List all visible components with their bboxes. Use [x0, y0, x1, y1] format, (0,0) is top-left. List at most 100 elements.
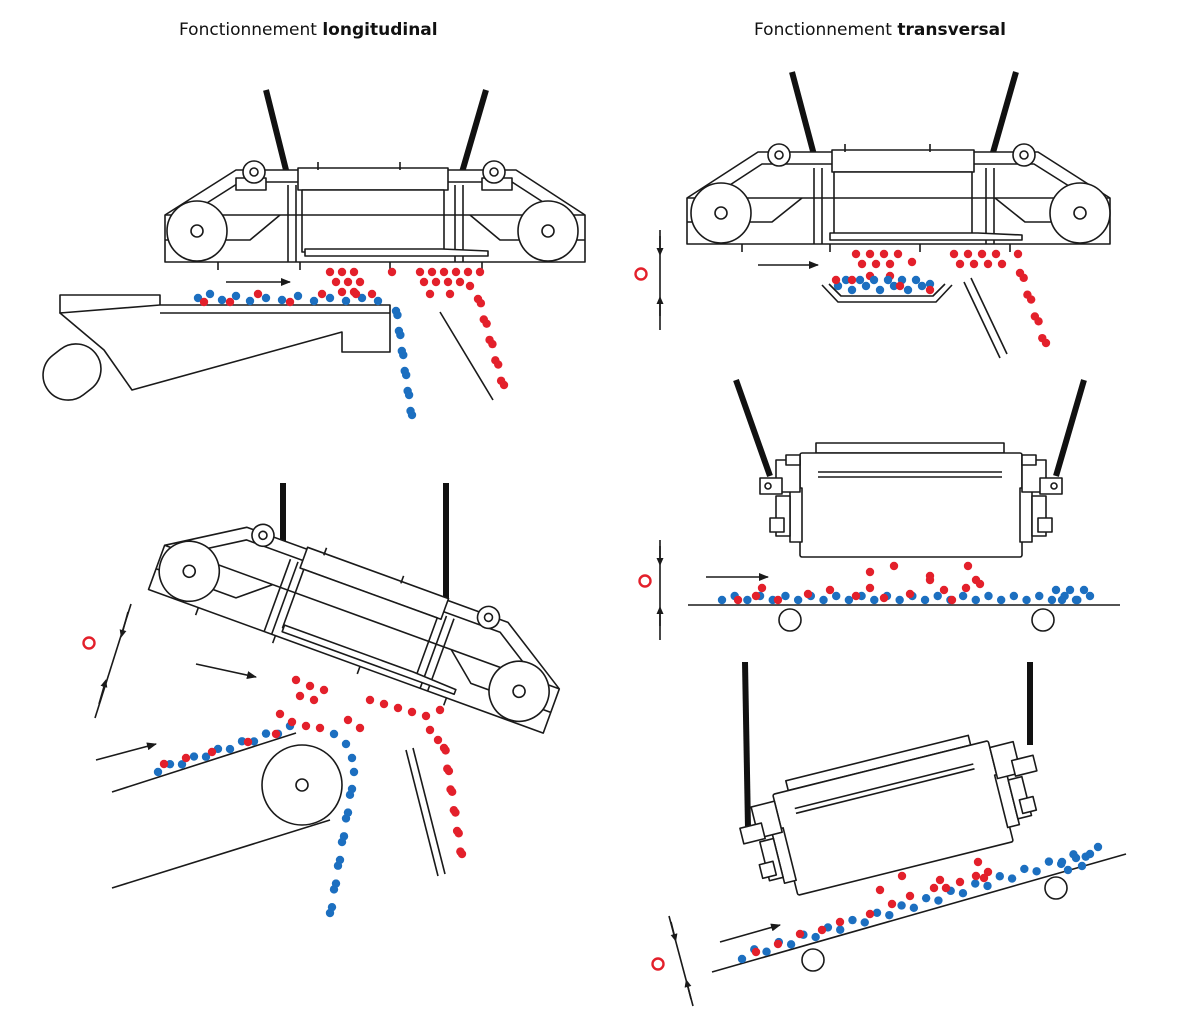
ferrous-particle — [865, 567, 875, 577]
non-ferrous-particle — [737, 954, 747, 964]
non-ferrous-particle — [1071, 853, 1081, 863]
ferrous-particle — [935, 875, 945, 885]
non-ferrous-particle — [1022, 595, 1031, 605]
ferrous-particle — [305, 681, 315, 691]
non-ferrous-particle — [1065, 585, 1075, 595]
ferrous-particle — [243, 737, 253, 747]
ferrous-particle — [343, 715, 353, 725]
ferrous-particle — [475, 267, 485, 277]
ferrous-particle — [349, 267, 359, 277]
non-ferrous-particle — [245, 296, 255, 306]
ferrous-particle — [941, 883, 951, 893]
non-ferrous-particle — [971, 879, 980, 888]
non-ferrous-particle — [872, 908, 882, 917]
ferrous-particle — [365, 695, 375, 705]
title-transversal-bold: transversal — [897, 20, 1006, 40]
non-ferrous-particle — [909, 903, 919, 913]
ferrous-particle — [315, 723, 325, 733]
ferrous-particle — [929, 883, 939, 893]
ferrous-particle — [893, 249, 903, 259]
ferrous-particle — [343, 277, 353, 287]
non-ferrous-particle — [373, 296, 383, 306]
vibrating-feeder — [42, 294, 391, 401]
non-ferrous-particle — [832, 591, 841, 601]
non-ferrous-particle — [971, 595, 980, 605]
ferrous-particle — [355, 277, 365, 287]
distance-marker-icon — [82, 636, 96, 650]
ferrous-particle — [301, 721, 311, 731]
non-ferrous-particle — [911, 275, 921, 285]
non-ferrous-particle — [177, 760, 187, 769]
panel-transversal-flat — [638, 378, 1120, 640]
overband-magnet — [164, 160, 586, 270]
non-ferrous-particle — [217, 295, 227, 305]
ferrous-particle — [851, 249, 861, 259]
non-ferrous-particle — [883, 275, 893, 285]
ferrous-particle — [435, 705, 445, 715]
ferrous-particle — [1013, 249, 1023, 259]
non-ferrous-particle — [996, 595, 1006, 605]
non-ferrous-particle — [401, 370, 411, 380]
ferrous-particle — [773, 939, 783, 949]
ferrous-particle — [337, 267, 347, 277]
non-ferrous-particle — [333, 861, 343, 870]
non-ferrous-particle — [841, 275, 851, 285]
distance-indicator — [638, 540, 664, 640]
ferrous-particle — [825, 585, 835, 595]
ferrous-particle — [887, 899, 897, 909]
non-ferrous-particle — [193, 293, 203, 303]
non-ferrous-particle — [1063, 865, 1073, 875]
non-ferrous-particle — [1035, 591, 1044, 601]
non-ferrous-particle — [293, 291, 303, 301]
belt-drum — [1049, 182, 1111, 244]
ferrous-particle — [207, 747, 217, 757]
ferrous-particle — [875, 885, 885, 895]
non-ferrous-particle — [984, 591, 993, 601]
panel-longitudinal-inclined — [82, 483, 561, 889]
ferrous-particle — [331, 277, 341, 287]
title-longitudinal: Fonctionnement longitudinal — [179, 20, 438, 40]
distance-marker-icon — [634, 267, 648, 281]
ferrous-particle — [439, 267, 449, 277]
non-ferrous-particle — [885, 910, 894, 920]
non-ferrous-particle — [793, 595, 803, 605]
non-ferrous-particle — [781, 591, 790, 601]
non-ferrous-particle — [341, 739, 351, 749]
crossbelt-magnet — [759, 442, 1063, 558]
ferrous-particle — [225, 297, 235, 307]
ferrous-particle — [949, 249, 959, 259]
particles-layer — [153, 249, 1103, 964]
belt-roller — [1031, 608, 1055, 632]
ferrous-particle — [1041, 338, 1051, 348]
belt-roller — [1044, 876, 1068, 900]
ferrous-particle — [803, 589, 813, 599]
non-ferrous-particle — [349, 767, 359, 777]
ferrous-particle — [275, 709, 285, 719]
distance-marker-icon — [638, 574, 652, 588]
non-ferrous-particle — [958, 889, 968, 898]
ferrous-particle — [407, 707, 417, 717]
non-ferrous-particle — [1077, 861, 1087, 871]
ferrous-particle — [291, 675, 301, 685]
non-ferrous-particle — [869, 275, 879, 285]
non-ferrous-particle — [396, 330, 405, 340]
ferrous-particle — [835, 917, 845, 927]
ferrous-particle — [457, 849, 467, 859]
non-ferrous-particle — [329, 729, 339, 739]
ferrous-particle — [287, 717, 297, 727]
non-ferrous-particle — [153, 767, 163, 777]
non-ferrous-particle — [743, 595, 752, 605]
overband-magnet-inclined — [147, 523, 561, 734]
non-ferrous-particle — [337, 837, 347, 847]
ferrous-particle — [253, 289, 263, 299]
ferrous-particle — [463, 267, 473, 277]
panel-transversal-horizontal — [634, 71, 1111, 359]
non-ferrous-particle — [819, 595, 828, 605]
ferrous-particle — [1026, 295, 1036, 304]
ferrous-particle — [441, 746, 450, 755]
collection-tray — [821, 284, 953, 303]
ferrous-particle — [977, 249, 987, 259]
ferrous-particle — [905, 589, 915, 599]
ferrous-particle — [451, 267, 461, 277]
non-ferrous-particle — [847, 285, 857, 295]
